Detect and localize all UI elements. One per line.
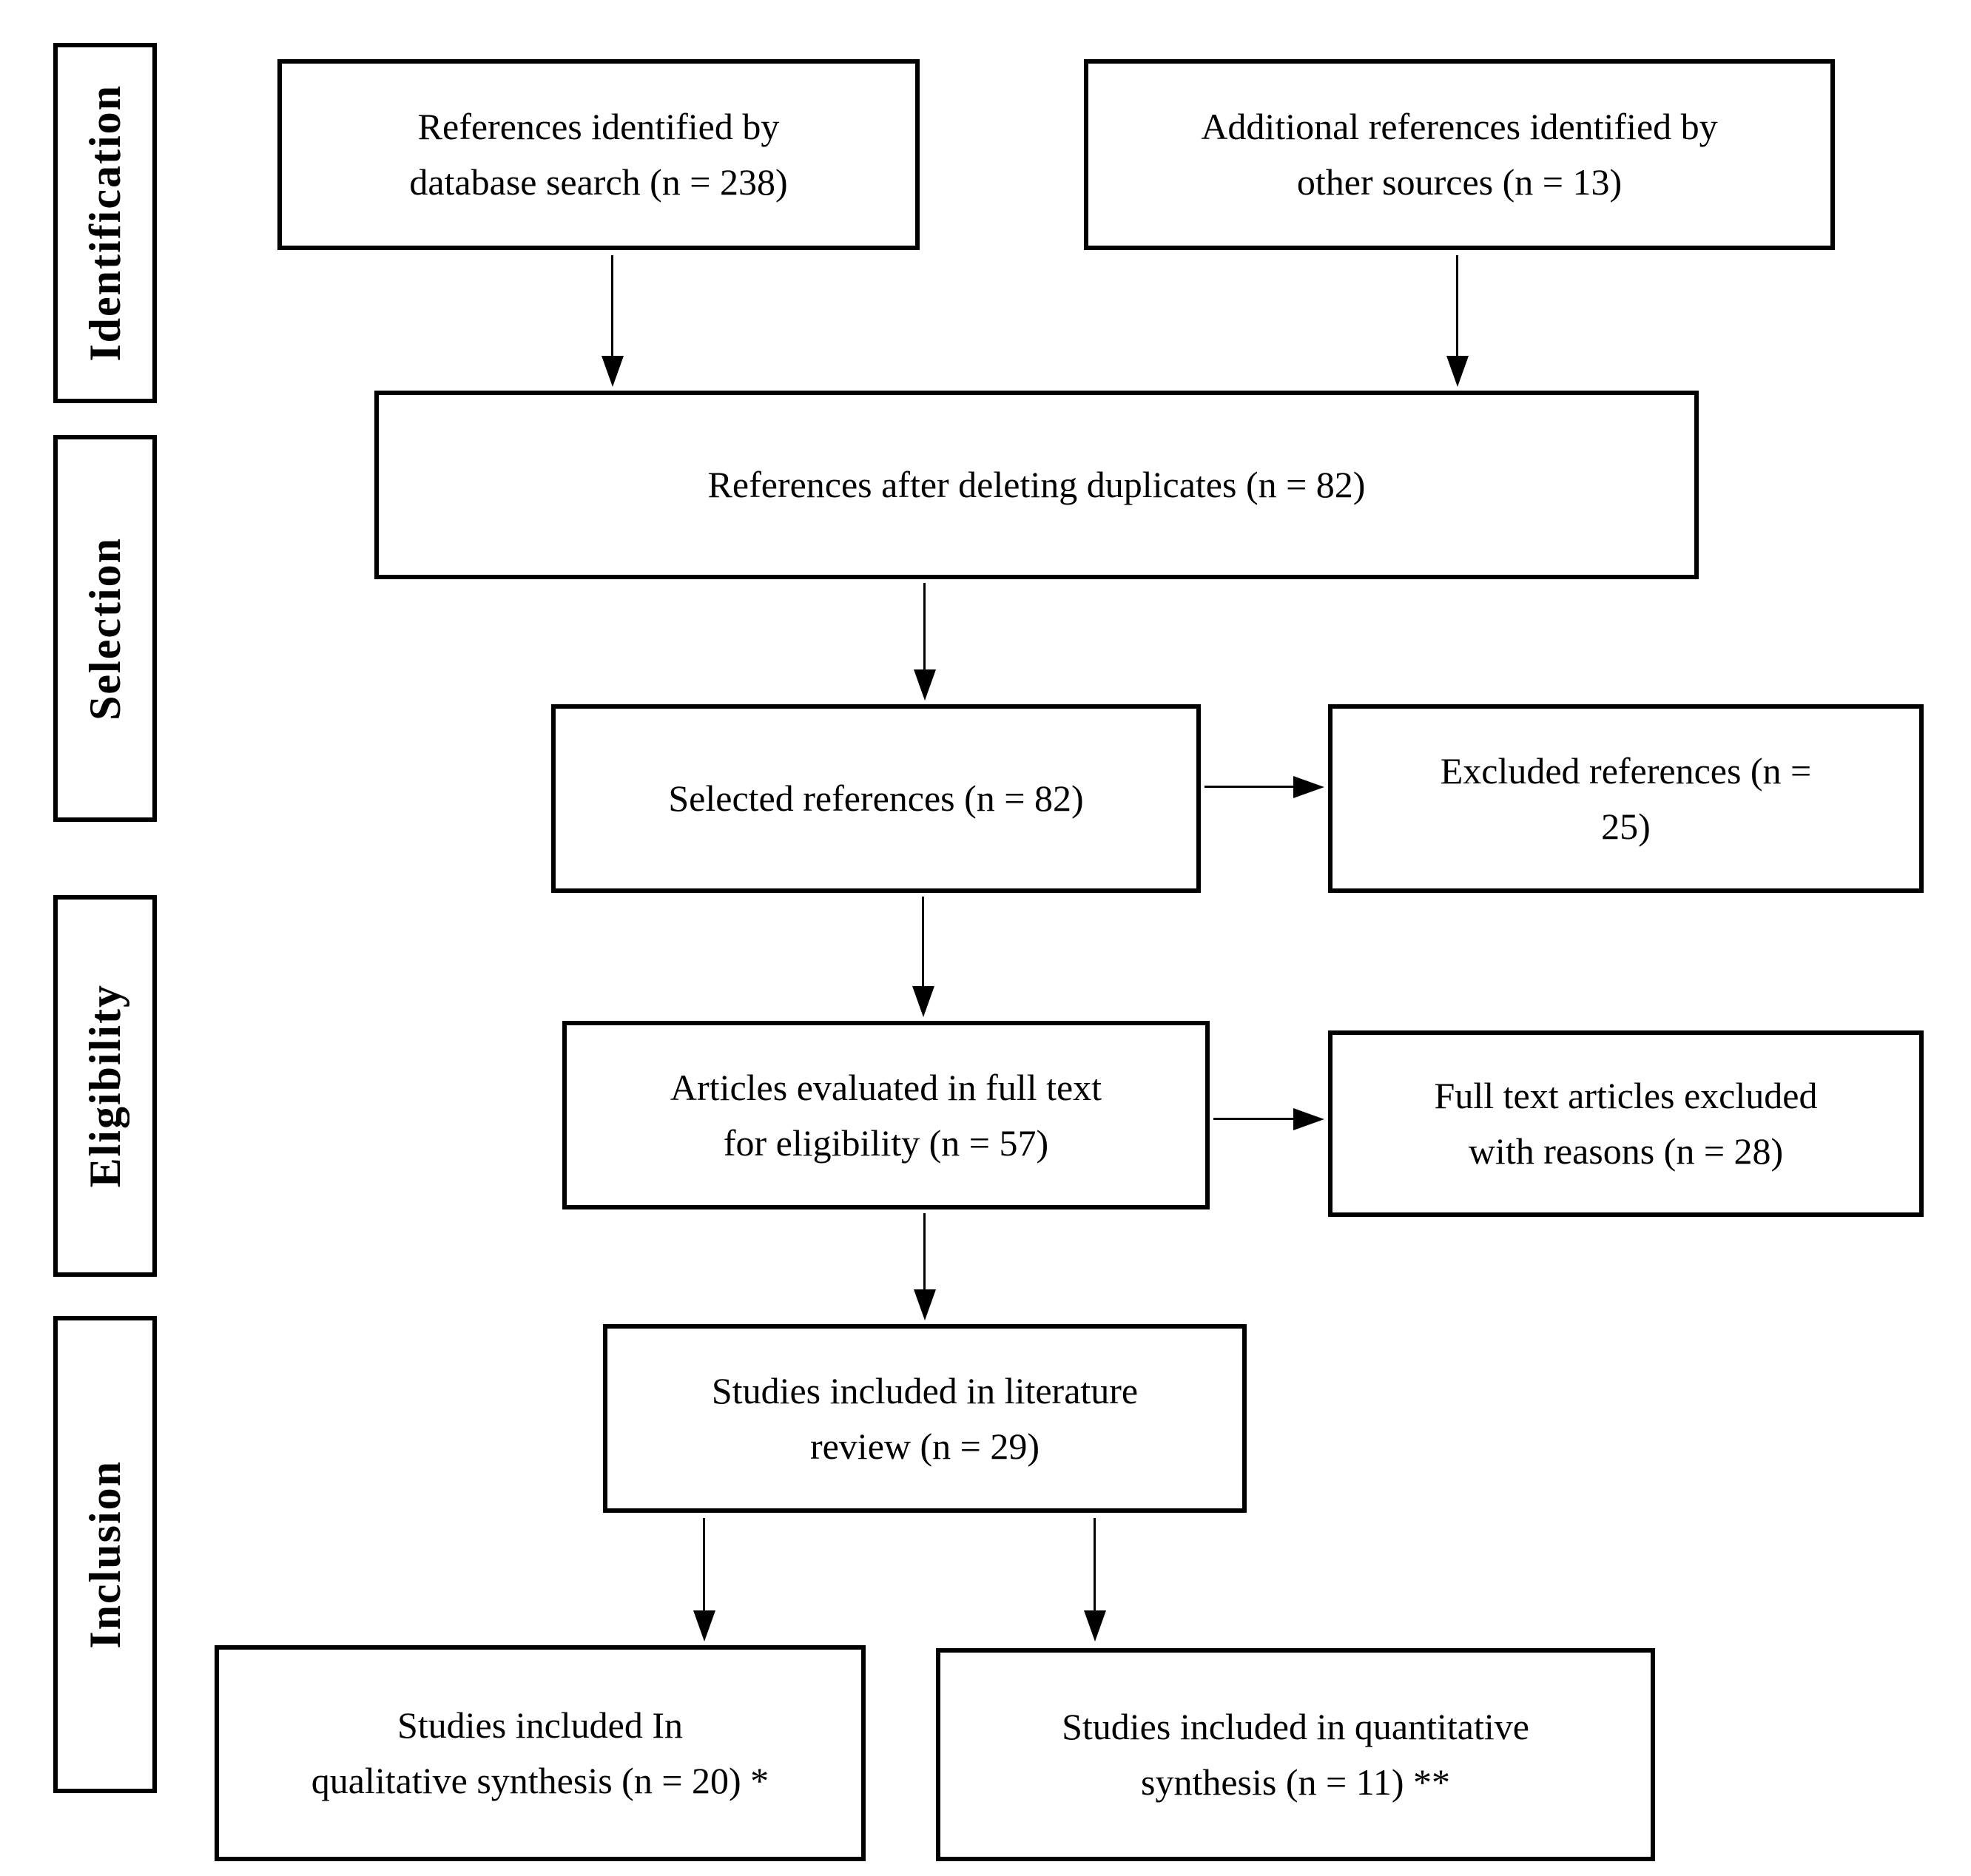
arrow-stem bbox=[922, 897, 924, 986]
stage-label-identification: Identification bbox=[80, 84, 129, 362]
arrow-head bbox=[912, 986, 934, 1017]
node-references-database-search: References identified by database search… bbox=[277, 59, 920, 250]
arrow-stem bbox=[1456, 255, 1458, 356]
stage-label-selection: Selection bbox=[80, 536, 129, 721]
arrow-head bbox=[914, 669, 936, 701]
arrow-stem bbox=[923, 583, 926, 669]
stage-box-identification: Identification bbox=[53, 43, 157, 403]
arrow-head bbox=[1084, 1610, 1106, 1642]
node-studies-literature-review: Studies included in literature review (n… bbox=[603, 1324, 1247, 1513]
arrow-head bbox=[1293, 776, 1324, 798]
stage-box-selection: Selection bbox=[53, 435, 157, 822]
arrow-head bbox=[1446, 356, 1469, 387]
node-references-after-deleting-duplicates: References after deleting duplicates (n … bbox=[374, 391, 1699, 579]
arrow-stem bbox=[923, 1213, 926, 1289]
node-additional-references-other-sources: Additional references identified by othe… bbox=[1084, 59, 1835, 250]
node-full-text-articles-excluded: Full text articles excluded with reasons… bbox=[1328, 1030, 1924, 1217]
arrow-head bbox=[693, 1610, 715, 1642]
node-studies-quantitative-synthesis: Studies included in quantitative synthes… bbox=[936, 1648, 1655, 1861]
arrow-head bbox=[602, 356, 624, 387]
arrow-head bbox=[1293, 1108, 1324, 1130]
stage-label-eligibility: Eligibility bbox=[80, 984, 129, 1188]
stage-box-eligibility: Eligibility bbox=[53, 895, 157, 1277]
arrow-stem bbox=[703, 1518, 705, 1610]
node-articles-evaluated-full-text: Articles evaluated in full text for elig… bbox=[562, 1021, 1210, 1209]
arrow-stem bbox=[611, 255, 613, 356]
arrow-stem bbox=[1213, 1118, 1293, 1120]
node-excluded-references: Excluded references (n = 25) bbox=[1328, 704, 1924, 893]
stage-label-inclusion: Inclusion bbox=[80, 1460, 129, 1649]
arrow-head bbox=[914, 1289, 936, 1320]
node-studies-qualitative-synthesis: Studies included In qualitative synthesi… bbox=[215, 1645, 866, 1861]
arrow-stem bbox=[1204, 786, 1293, 788]
stage-box-inclusion: Inclusion bbox=[53, 1316, 157, 1793]
arrow-stem bbox=[1094, 1518, 1096, 1610]
node-selected-references: Selected references (n = 82) bbox=[551, 704, 1201, 893]
